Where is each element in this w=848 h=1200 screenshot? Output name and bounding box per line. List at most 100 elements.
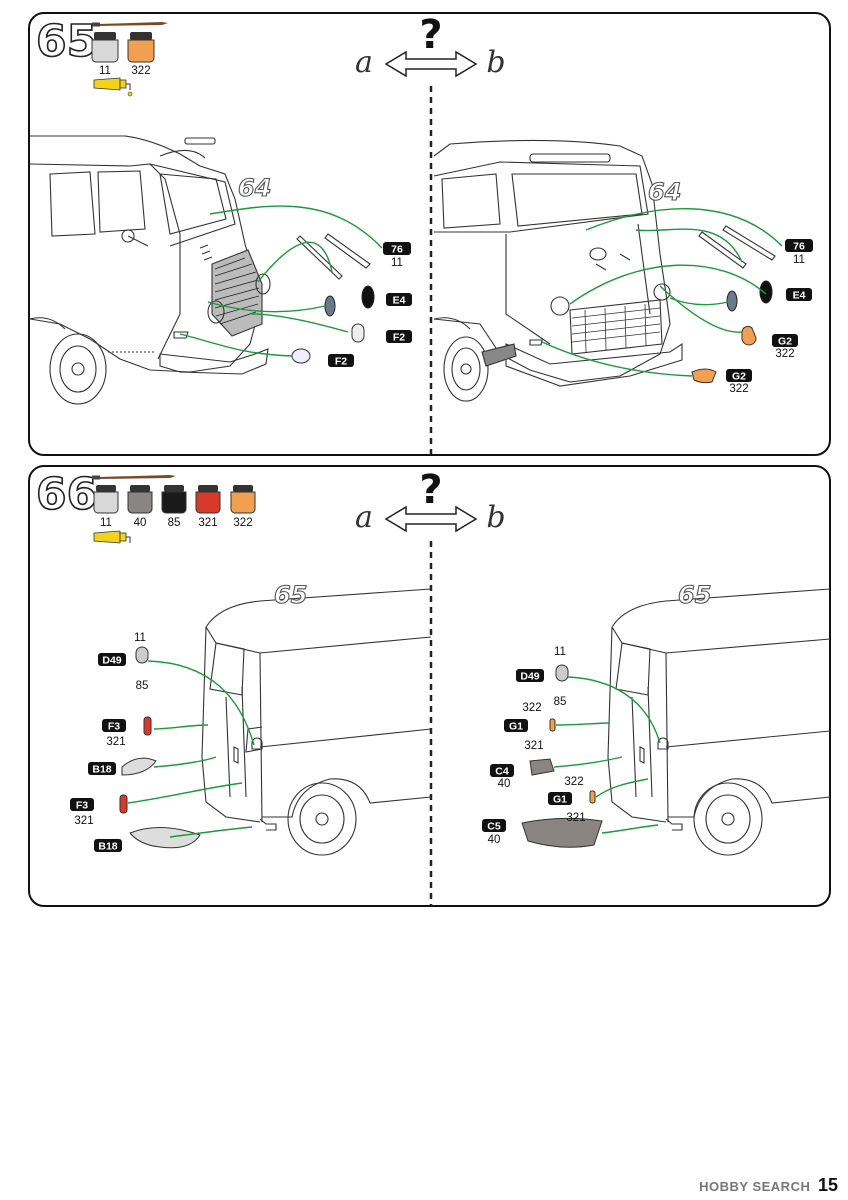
paint-number: 322 xyxy=(564,776,583,788)
paint-number: 321 xyxy=(198,517,217,529)
part-tag: F2 xyxy=(386,330,412,344)
paint-number: 322 xyxy=(233,517,252,529)
step-66-panel: 66 11 40 85 321 322 ? a b xyxy=(28,465,831,907)
double-arrow-icon xyxy=(384,505,478,533)
truck-front-left xyxy=(30,135,271,405)
part-tag: E4 xyxy=(386,293,412,307)
part-tag: F2 xyxy=(328,354,354,368)
page-number: 15 xyxy=(817,1175,838,1195)
bumper-part xyxy=(121,757,201,849)
mirror-part xyxy=(726,280,773,312)
paint-number: 85 xyxy=(168,517,181,529)
part-tag: 76 xyxy=(785,239,813,253)
svg-text:76: 76 xyxy=(391,244,403,256)
part-tag: G1 xyxy=(504,719,528,733)
svg-text:76: 76 xyxy=(793,241,805,253)
reference-part-number: 65 xyxy=(678,581,711,609)
van-rear-left xyxy=(201,588,432,856)
footer: HOBBY SEARCH 15 xyxy=(699,1175,838,1196)
option-b-label: b xyxy=(486,45,505,80)
lamp-part xyxy=(549,664,596,804)
bumper-part xyxy=(521,758,603,848)
headlight-part xyxy=(291,323,365,364)
paint-number: 85 xyxy=(136,680,149,692)
part-tag: C5 xyxy=(482,819,506,833)
part-tag: C4 xyxy=(490,764,514,778)
paint-number: 85 xyxy=(554,696,567,708)
brand-watermark: HOBBY SEARCH xyxy=(699,1179,811,1194)
part-tag: G2 xyxy=(772,334,798,348)
svg-text:F3: F3 xyxy=(76,800,88,812)
step-number: 65 xyxy=(36,16,97,67)
part-tag: 76 xyxy=(383,242,411,256)
svg-text:E4: E4 xyxy=(393,295,406,307)
van-rear-right xyxy=(607,588,831,856)
step-66-drawing: 66 11 40 85 321 322 ? a b xyxy=(35,467,831,905)
indicator-part xyxy=(691,325,757,384)
step-65-drawing: 65 11 322 ? a b xyxy=(30,14,813,454)
paint-jar-icon xyxy=(161,485,187,514)
part-tag: F3 xyxy=(102,719,126,733)
option-a-label: a xyxy=(355,500,373,535)
option-b-label: b xyxy=(486,500,505,535)
paint-number: 40 xyxy=(134,517,147,529)
part-tag: E4 xyxy=(786,288,812,302)
reference-part-number: 64 xyxy=(238,174,271,202)
paint-number: 11 xyxy=(134,632,146,644)
wiper-part xyxy=(296,233,371,280)
svg-text:F3: F3 xyxy=(108,721,120,733)
reference-part-number: 65 xyxy=(274,581,307,609)
part-tag: G2 xyxy=(726,369,752,383)
svg-text:B18: B18 xyxy=(92,764,111,776)
paint-jar-icon xyxy=(195,485,221,514)
paint-number: 11 xyxy=(793,254,805,266)
svg-text:G2: G2 xyxy=(732,371,746,383)
svg-text:G1: G1 xyxy=(553,794,567,806)
glue-tube-icon xyxy=(93,77,133,97)
svg-text:F2: F2 xyxy=(393,332,405,344)
question-mark: ? xyxy=(419,14,442,58)
paint-jar-icon xyxy=(91,32,119,63)
paint-jar-icon xyxy=(93,485,119,514)
paintbrush-icon xyxy=(92,22,168,27)
paint-number: 322 xyxy=(729,383,748,395)
svg-text:E4: E4 xyxy=(793,290,806,302)
svg-text:D49: D49 xyxy=(102,655,121,667)
paint-number: 322 xyxy=(522,702,541,714)
question-mark: ? xyxy=(419,467,442,513)
paint-jar-icon xyxy=(127,485,153,514)
paint-number: 11 xyxy=(391,257,403,269)
svg-text:B18: B18 xyxy=(98,841,117,853)
part-tag: D49 xyxy=(516,669,544,683)
mirror-part xyxy=(324,285,375,317)
paint-number: 321 xyxy=(524,740,543,752)
paint-jar-icon xyxy=(127,32,155,63)
option-a-label: a xyxy=(355,45,373,80)
part-tag: F3 xyxy=(70,798,94,812)
svg-text:D49: D49 xyxy=(520,671,539,683)
svg-text:C4: C4 xyxy=(495,766,509,778)
part-tag: B18 xyxy=(94,839,122,853)
step-number: 66 xyxy=(36,469,97,520)
truck-front-right xyxy=(433,139,683,402)
svg-text:G2: G2 xyxy=(778,336,792,348)
part-tag: D49 xyxy=(98,653,126,667)
svg-text:F2: F2 xyxy=(335,356,347,368)
double-arrow-icon xyxy=(384,50,478,78)
paint-number: 321 xyxy=(106,736,125,748)
paintbrush-icon xyxy=(92,475,176,480)
paint-number: 322 xyxy=(131,65,150,77)
paint-number: 11 xyxy=(100,517,112,529)
glue-tube-icon xyxy=(93,530,131,544)
paint-number: 40 xyxy=(498,778,511,790)
paint-number: 11 xyxy=(99,65,111,77)
wiper-part xyxy=(698,225,776,269)
reference-part-number: 64 xyxy=(648,178,681,206)
paint-number: 40 xyxy=(488,834,501,846)
part-tag: B18 xyxy=(88,762,116,776)
lamp-part xyxy=(119,646,152,814)
paint-number: 322 xyxy=(775,348,794,360)
svg-text:C5: C5 xyxy=(487,821,501,833)
paint-number: 11 xyxy=(554,646,566,658)
part-tag: G1 xyxy=(548,792,572,806)
